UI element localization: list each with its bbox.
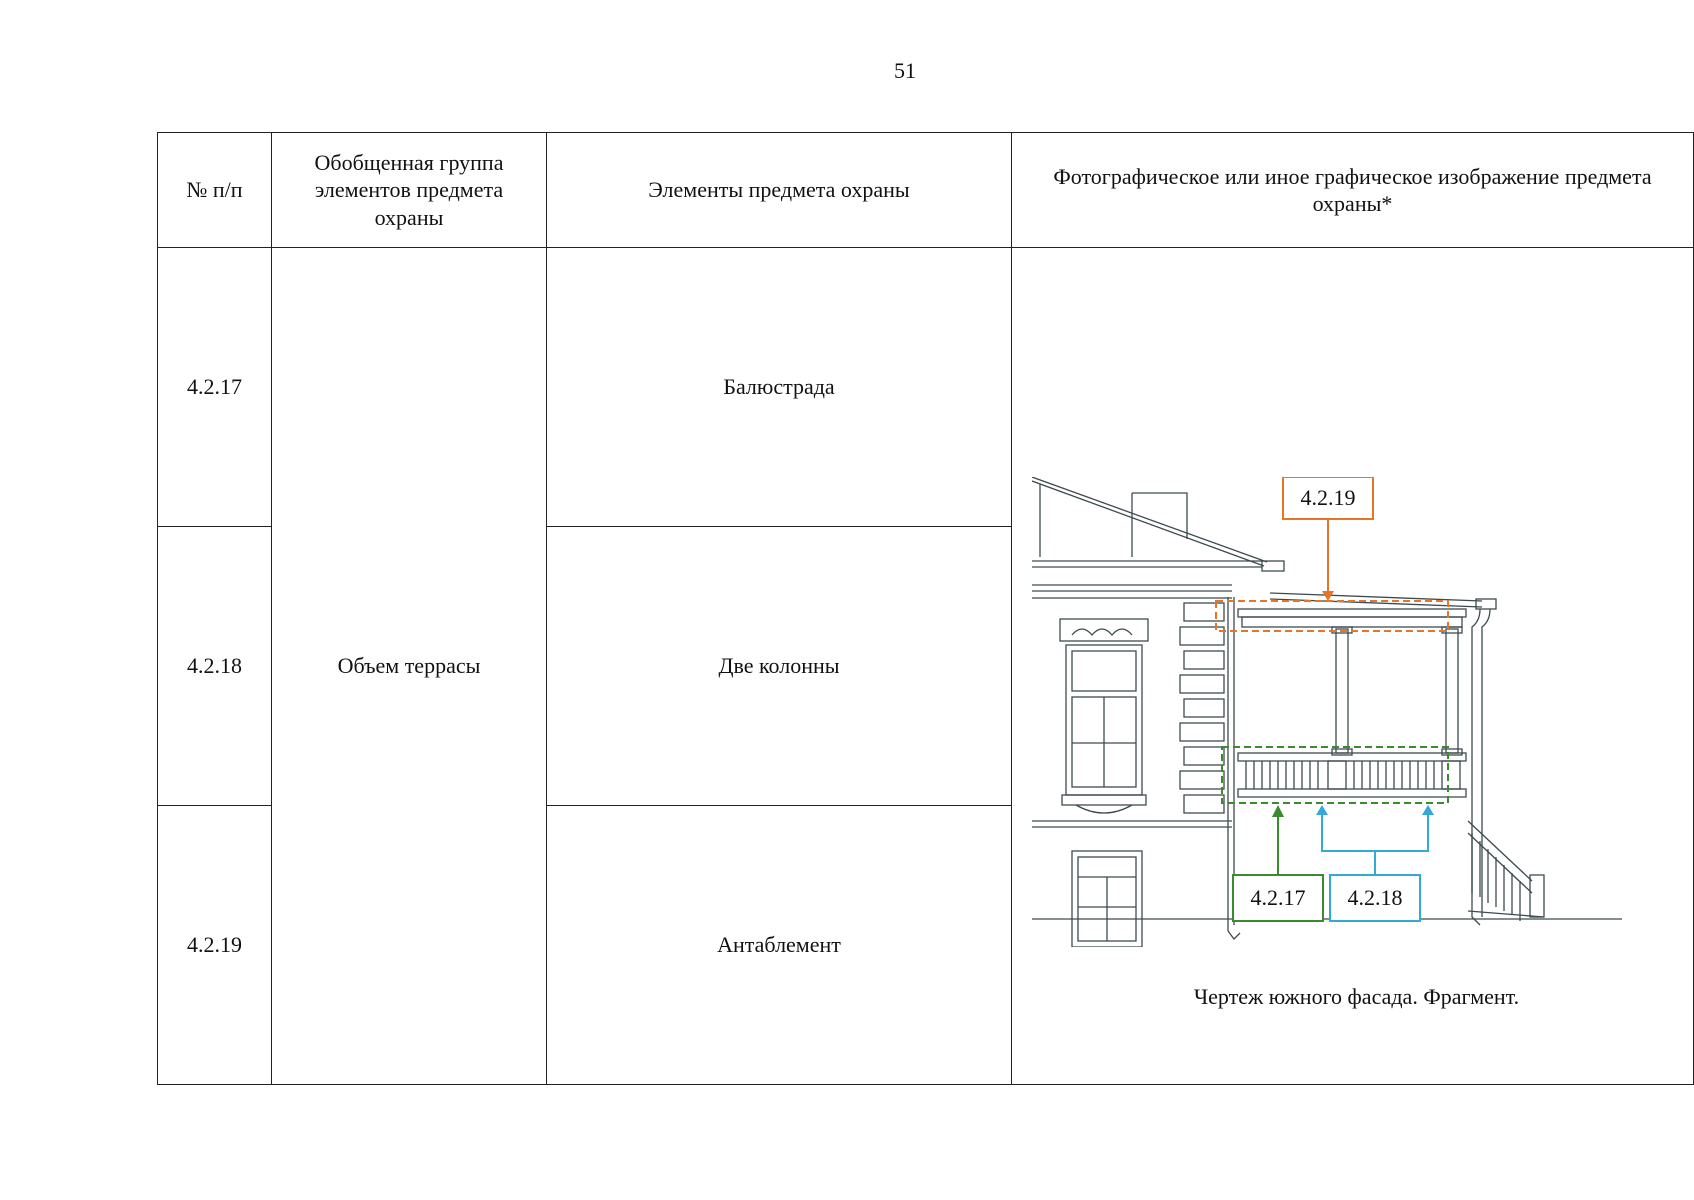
entablature-highlight: 4.2.19	[1215, 477, 1449, 633]
table-row: 4.2.17 Объем террасы Балюстрада	[157, 247, 1694, 1085]
column-right-arrowhead	[1422, 805, 1434, 816]
page-number: 51	[894, 58, 916, 83]
entablature-label-box	[1282, 477, 1374, 521]
balustrade-arrowhead	[1272, 805, 1284, 818]
balustrade-label: 4.2.17	[1251, 885, 1306, 910]
group-cell: Объем террасы	[271, 247, 547, 1085]
balustrade-highlight: 4.2.17	[1221, 746, 1449, 923]
drawing-caption: Чертеж южного фасада. Фрагмент.	[1193, 984, 1520, 1010]
row-element: Антаблемент	[546, 805, 1012, 1085]
header-number: № п/п	[157, 132, 272, 248]
image-cell: 4.2.19 4.2.17	[1011, 247, 1694, 1085]
row-number: 4.2.17	[157, 247, 272, 527]
header-image: Фотографическое или иное графическое изо…	[1011, 132, 1694, 248]
columns-label-box	[1329, 874, 1421, 923]
facade-linework	[1032, 477, 1622, 948]
row-element: Балюстрада	[546, 247, 1012, 527]
table-row: 4.2.19 Антаблемент	[157, 805, 1694, 1085]
row-number: 4.2.18	[157, 526, 272, 806]
header-elements: Элементы предмета охраны	[546, 132, 1012, 248]
columns-label: 4.2.18	[1348, 885, 1403, 910]
balustrade-dashed-box	[1221, 746, 1449, 805]
facade-drawing: 4.2.19 4.2.17	[1032, 477, 1622, 948]
entablature-arrowhead	[1322, 591, 1334, 602]
columns-bracket	[1321, 813, 1429, 853]
row-number: 4.2.19	[157, 805, 272, 1085]
entablature-label: 4.2.19	[1301, 485, 1356, 510]
column-left-arrowhead	[1316, 805, 1328, 816]
table-header-row: № п/п Обобщенная группа элементов предме…	[157, 132, 1694, 248]
header-group: Обобщенная группа элементов предмета охр…	[271, 132, 547, 248]
table-row: 4.2.18 Две колонны	[157, 526, 1694, 806]
balustrade-label-box	[1232, 874, 1324, 923]
entablature-dashed-box	[1215, 600, 1449, 633]
columns-highlight	[1316, 805, 1434, 923]
row-element: Две колонны	[546, 526, 1012, 806]
heritage-elements-table: № п/п Обобщенная группа элементов предме…	[157, 132, 1694, 1085]
